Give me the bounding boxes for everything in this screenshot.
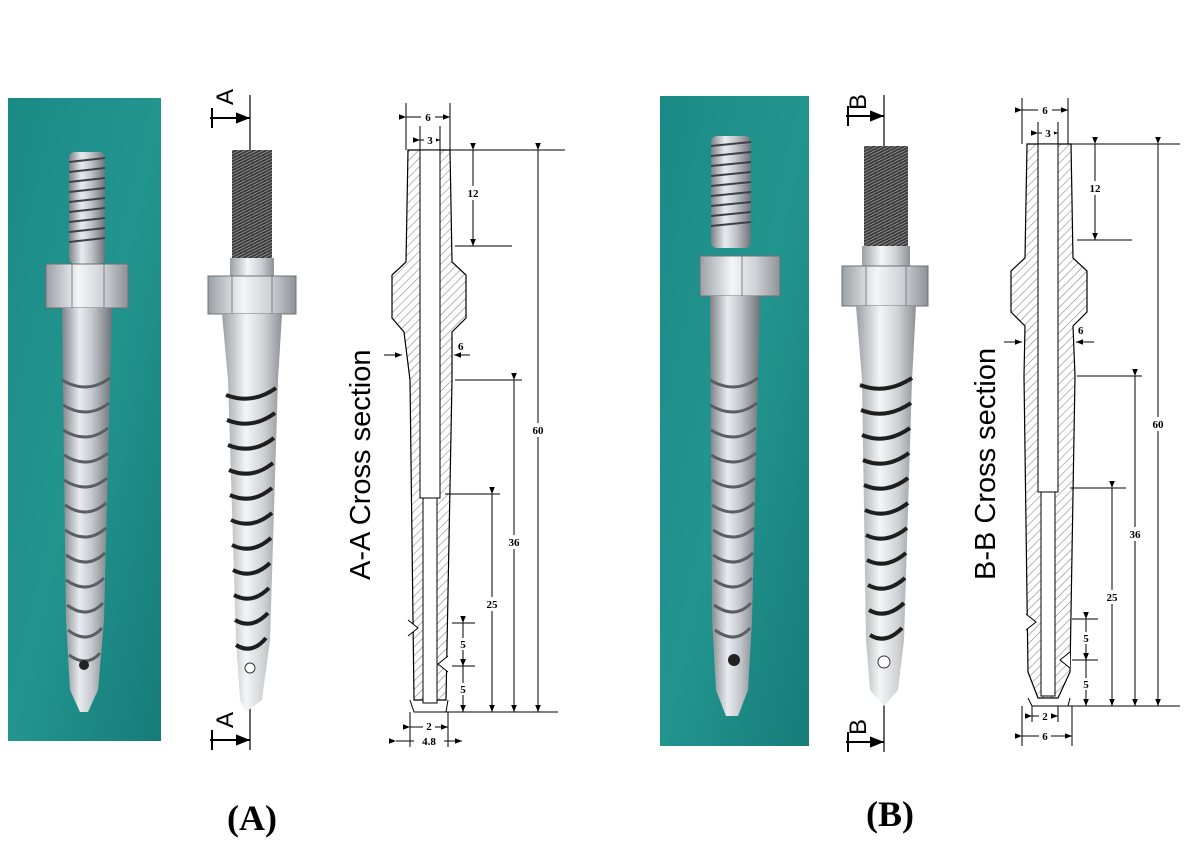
dim-a-hole-a: 5 [460,639,466,651]
panel-b: B B B-B Cross section [660,94,1180,834]
section-marker-a-bottom: A [212,712,239,728]
dim-b-total-len: 60 [1153,419,1165,431]
dim-b-tip-outer: 6 [1042,731,1048,743]
dim-b-mid-len: 36 [1130,529,1142,541]
dim-b-side-wall: 6 [1078,325,1084,337]
dim-b-top-inner: 3 [1045,128,1051,140]
dim-a-total-len: 60 [533,425,545,437]
dim-a-top-inner: 3 [427,135,433,147]
dim-b-top-outer: 6 [1042,105,1048,117]
dim-a-lower-len: 25 [487,599,499,611]
section-marker-b-top: B [845,94,872,110]
dim-a-top-outer: 6 [425,112,431,124]
dim-a-side-wall: 6 [458,341,464,353]
section-title-b: B-B Cross section [970,348,1002,580]
model-a: A A [207,89,297,750]
cross-section-a: 6 3 12 6 60 36 25 5 5 2 4.8 [384,103,565,748]
cross-section-b: 6 3 12 6 60 36 25 5 5 2 6 [1004,98,1180,746]
dim-a-mid-len: 36 [509,537,521,549]
photo-b [660,96,809,746]
dim-b-hole-b: 5 [1083,679,1089,691]
dim-a-thread-len: 12 [468,188,480,200]
model-b: B B [841,94,929,752]
caption-a: (A) [227,798,277,838]
section-title-a: A-A Cross section [345,350,377,580]
dim-b-hole-a: 5 [1083,633,1089,645]
dim-a-tip-outer: 4.8 [422,736,436,748]
panel-a: A A A-A Cross section [8,89,565,838]
dim-a-tip-inner: 2 [426,721,432,733]
dim-b-tip-inner: 2 [1042,711,1048,723]
dim-b-thread-len: 12 [1090,183,1102,195]
dim-a-hole-b: 5 [460,684,466,696]
section-marker-a-top: A [212,89,239,105]
section-marker-b-bottom: B [845,719,872,735]
photo-a [8,98,161,741]
caption-b: (B) [866,794,914,834]
dim-b-lower-len: 25 [1107,592,1119,604]
